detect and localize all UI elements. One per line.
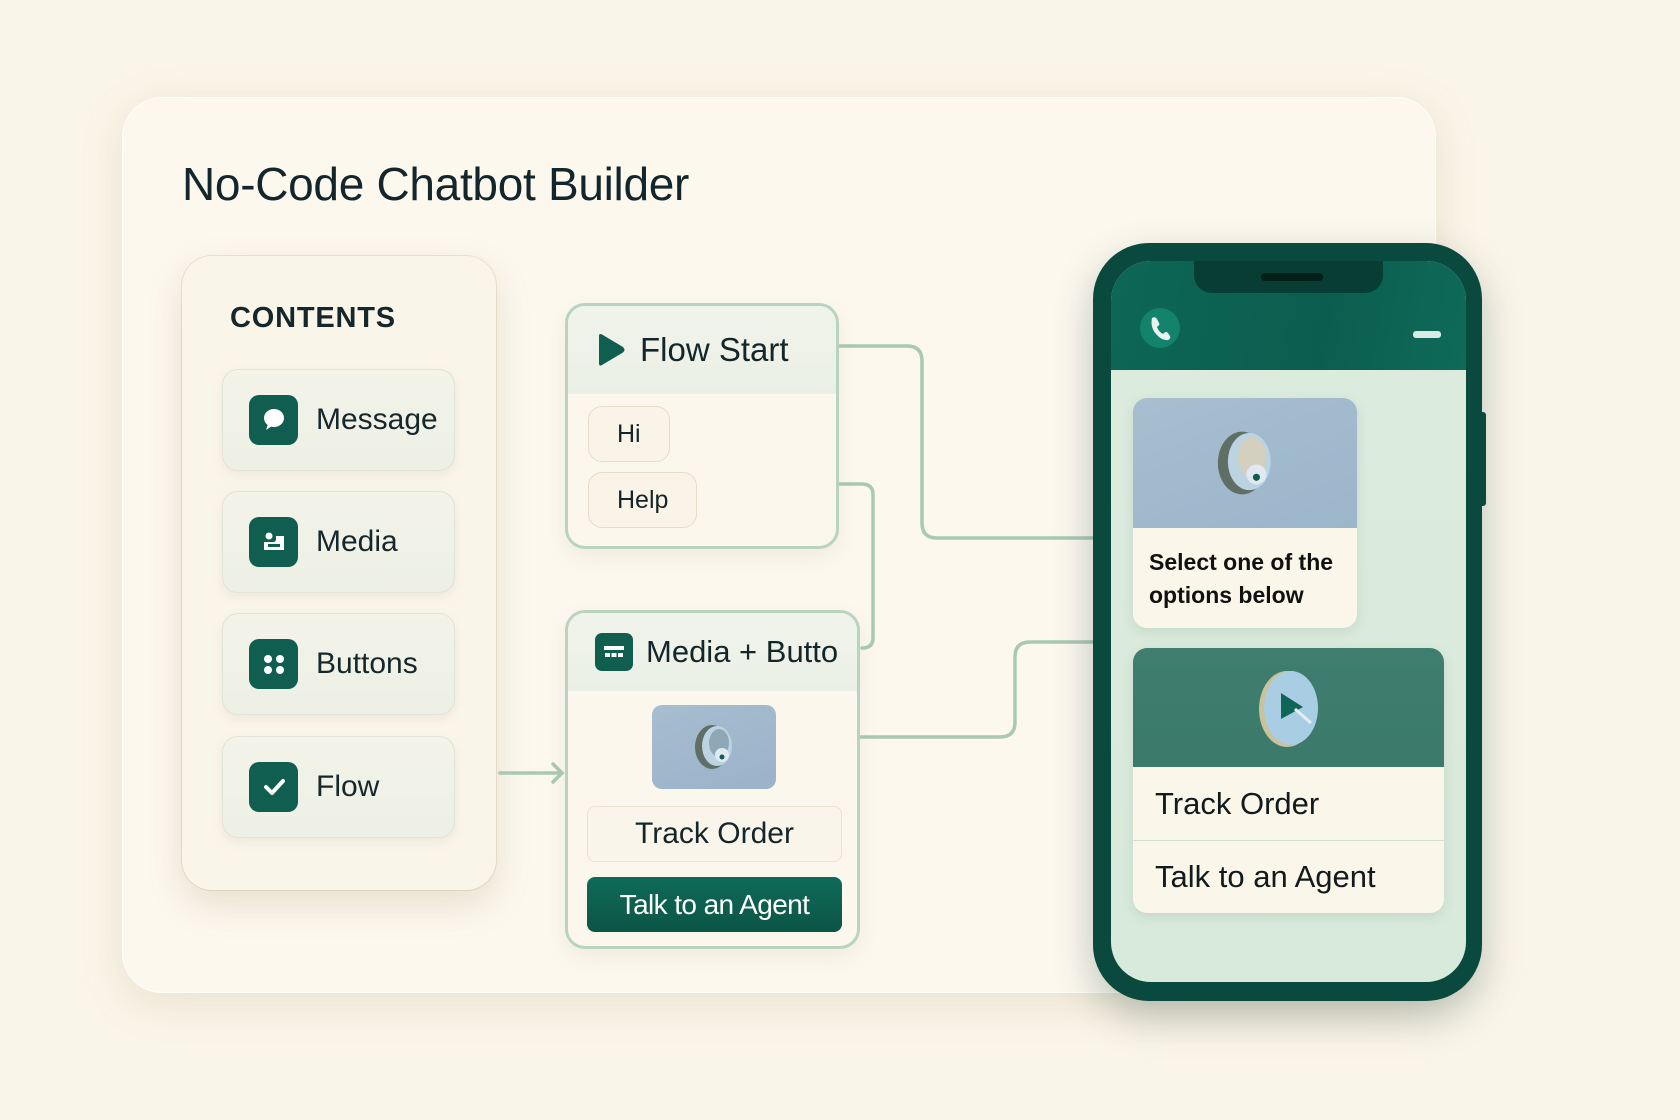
sidebar-item-label: Buttons xyxy=(316,647,418,680)
sidebar-item-label: Flow xyxy=(316,770,380,803)
sidebar-item-label: Media xyxy=(316,525,398,558)
chat-bubble-media: Select one of the options below xyxy=(1133,398,1357,628)
quick-reply-talk-to-agent[interactable]: Talk to an Agent xyxy=(1133,840,1444,913)
page-title: No-Code Chatbot Builder xyxy=(182,158,690,210)
minimize-icon[interactable] xyxy=(1413,331,1441,338)
keyword-chip-help[interactable]: Help xyxy=(588,472,698,528)
play-disc-icon xyxy=(1258,670,1318,747)
sidebar-item-label: Message xyxy=(316,403,438,436)
sidebar-title: CONTENTS xyxy=(230,302,396,334)
sidebar-item-buttons[interactable]: Buttons xyxy=(222,613,455,715)
flow-start-node[interactable]: Flow Start Hi Help xyxy=(565,303,839,549)
flow-check-icon xyxy=(249,762,298,812)
product-image-icon xyxy=(1217,431,1271,495)
buttons-grid-icon xyxy=(249,639,298,689)
phone-screen: Select one of the options below Track Or… xyxy=(1111,261,1466,982)
play-icon xyxy=(599,334,625,366)
node-title: Flow Start xyxy=(640,331,789,368)
media-buttons-icon xyxy=(595,633,633,671)
phone-speaker xyxy=(1261,273,1323,281)
track-order-button[interactable]: Track Order xyxy=(587,806,842,862)
chat-header xyxy=(1111,261,1466,370)
message-bubble-icon xyxy=(249,395,298,445)
media-image-icon xyxy=(249,517,298,567)
node-header: Flow Start xyxy=(568,306,836,394)
phone-side-button xyxy=(1479,412,1486,506)
quick-reply-track-order[interactable]: Track Order xyxy=(1155,785,1320,821)
product-image-icon xyxy=(695,725,732,769)
chat-bubble-quick-replies: Track Order Talk to an Agent xyxy=(1133,648,1444,913)
media-thumbnail xyxy=(652,705,776,789)
phone-notch xyxy=(1194,261,1383,293)
talk-to-agent-button[interactable]: Talk to an Agent xyxy=(587,877,842,932)
bubble-image xyxy=(1133,398,1357,528)
sidebar-item-message[interactable]: Message xyxy=(222,369,455,471)
node-title: Media + Butto xyxy=(646,634,839,669)
keyword-chip-hi[interactable]: Hi xyxy=(588,406,670,462)
bubble-text: Select one of the options below xyxy=(1149,549,1334,608)
sidebar-item-media[interactable]: Media xyxy=(222,491,455,593)
node-header: Media + Butto xyxy=(568,613,857,691)
sidebar-item-flow[interactable]: Flow xyxy=(222,736,455,838)
bubble-image xyxy=(1133,648,1444,767)
media-buttons-node[interactable]: Media + Butto Track Order Talk to an Age… xyxy=(565,610,860,949)
call-icon[interactable] xyxy=(1140,308,1180,348)
